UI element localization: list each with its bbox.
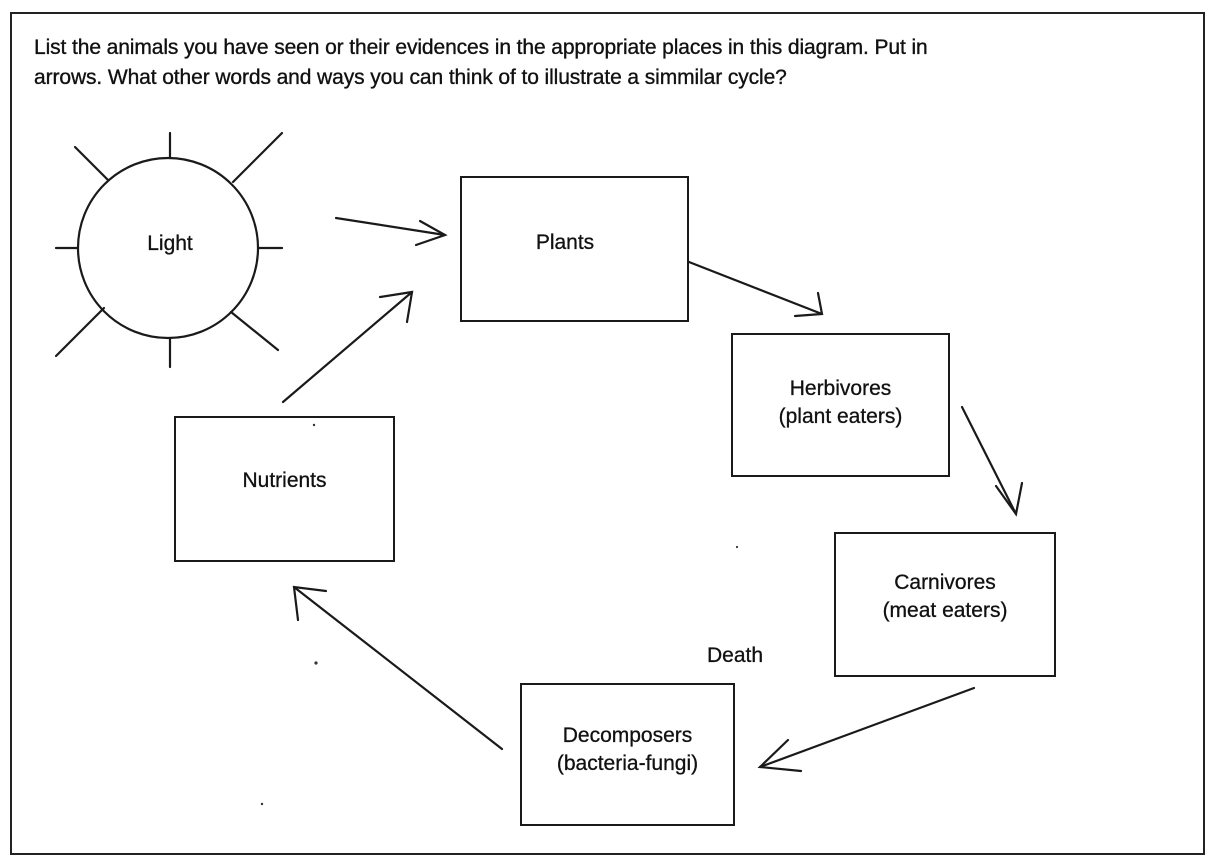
decomposers-label: Decomposers (bacteria-fungi)	[520, 722, 735, 778]
sun-rays	[54, 131, 284, 369]
arrow-nutrients-to-plants	[281, 290, 414, 404]
sun-ray	[229, 310, 280, 352]
herbivores-label: Herbivores (plant eaters)	[731, 375, 950, 431]
decomposers-name: Decomposers	[562, 724, 693, 747]
instructions-line-2: arrows. What other words and ways you ca…	[34, 66, 787, 89]
arrow-decomposers-to-nutrients	[292, 585, 504, 751]
sun-ray	[54, 306, 106, 358]
instructions-text: List the animals you have seen or their …	[34, 33, 1194, 93]
instructions-line-1: List the animals you have seen or their …	[34, 36, 928, 59]
carnivores-description: (meat eaters)	[882, 599, 1008, 622]
plants-label: Plants	[535, 231, 595, 254]
worksheet-frame	[10, 12, 1205, 855]
herbivores-name: Herbivores	[789, 377, 892, 400]
carnivores-name: Carnivores	[894, 571, 996, 594]
sun-ray	[231, 131, 284, 184]
arrow-light-to-plants	[334, 216, 448, 247]
arrow-carnivores-to-decomposers	[757, 686, 976, 773]
decomposers-description: (bacteria-fungi)	[556, 752, 699, 775]
sun-ray	[73, 145, 110, 182]
nutrients-box	[174, 416, 395, 562]
light-label: Light	[147, 232, 193, 255]
carnivores-box	[834, 532, 1056, 677]
death-annotation: Death	[706, 644, 764, 667]
herbivores-description: (plant eaters)	[778, 405, 903, 428]
scan-specks	[260, 423, 739, 806]
nutrients-label: Nutrients	[242, 469, 327, 492]
plants-box	[460, 176, 689, 322]
arrow-plants-to-herbivores	[687, 260, 824, 318]
carnivores-label: Carnivores (meat eaters)	[834, 569, 1056, 625]
herbivores-box	[731, 333, 950, 477]
decomposers-box	[520, 683, 735, 826]
arrow-herbivores-to-carnivores	[960, 405, 1024, 517]
